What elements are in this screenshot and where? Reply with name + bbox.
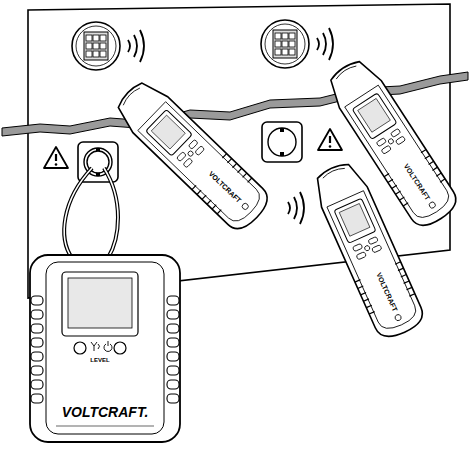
transmitter-brand: VOLTCRAFT. (62, 405, 149, 419)
button-label: LEVEL (90, 357, 109, 363)
